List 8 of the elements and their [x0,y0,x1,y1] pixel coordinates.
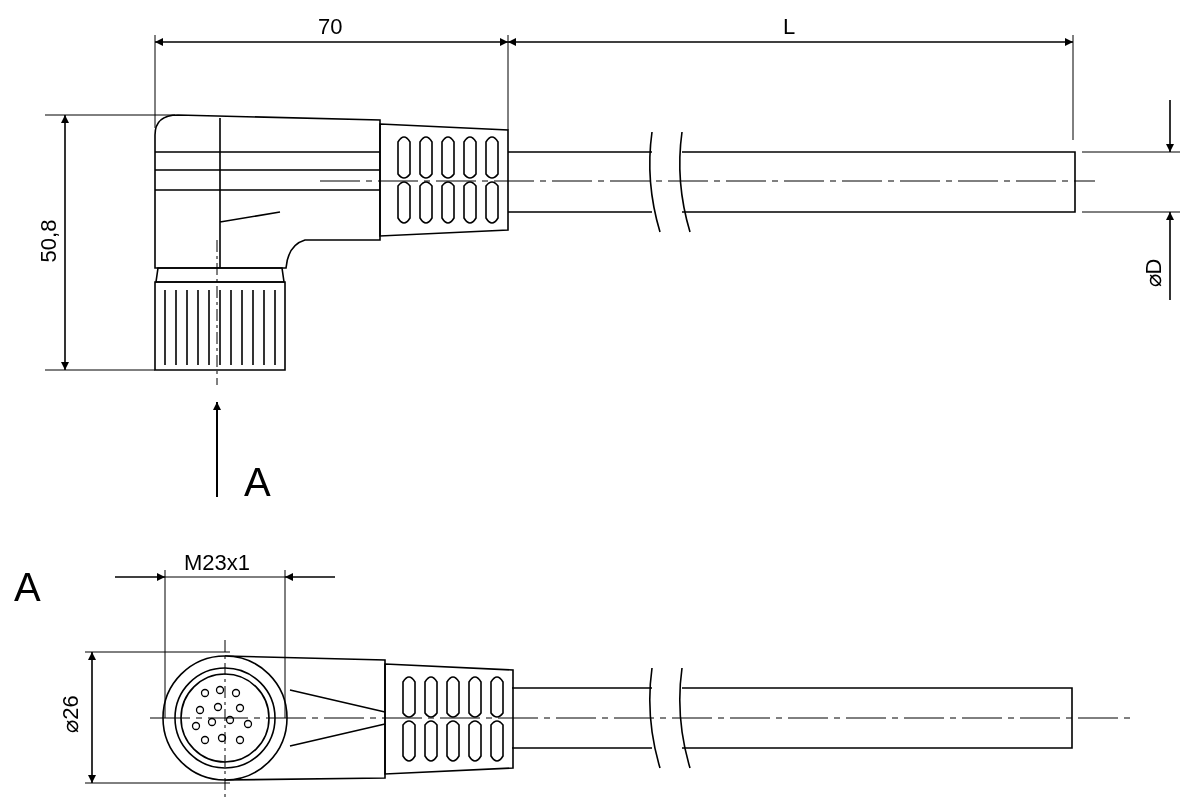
dimension-label: L [783,16,796,38]
dimension-label: M23x1 [184,552,251,574]
view-label: A [244,462,271,502]
dimension-label: 70 [318,16,343,38]
dimension-label: 50,8 [38,219,61,263]
view-label: A [14,567,41,607]
dimension-label: ⌀D [1143,258,1166,288]
dimension-label: ⌀26 [59,695,82,733]
